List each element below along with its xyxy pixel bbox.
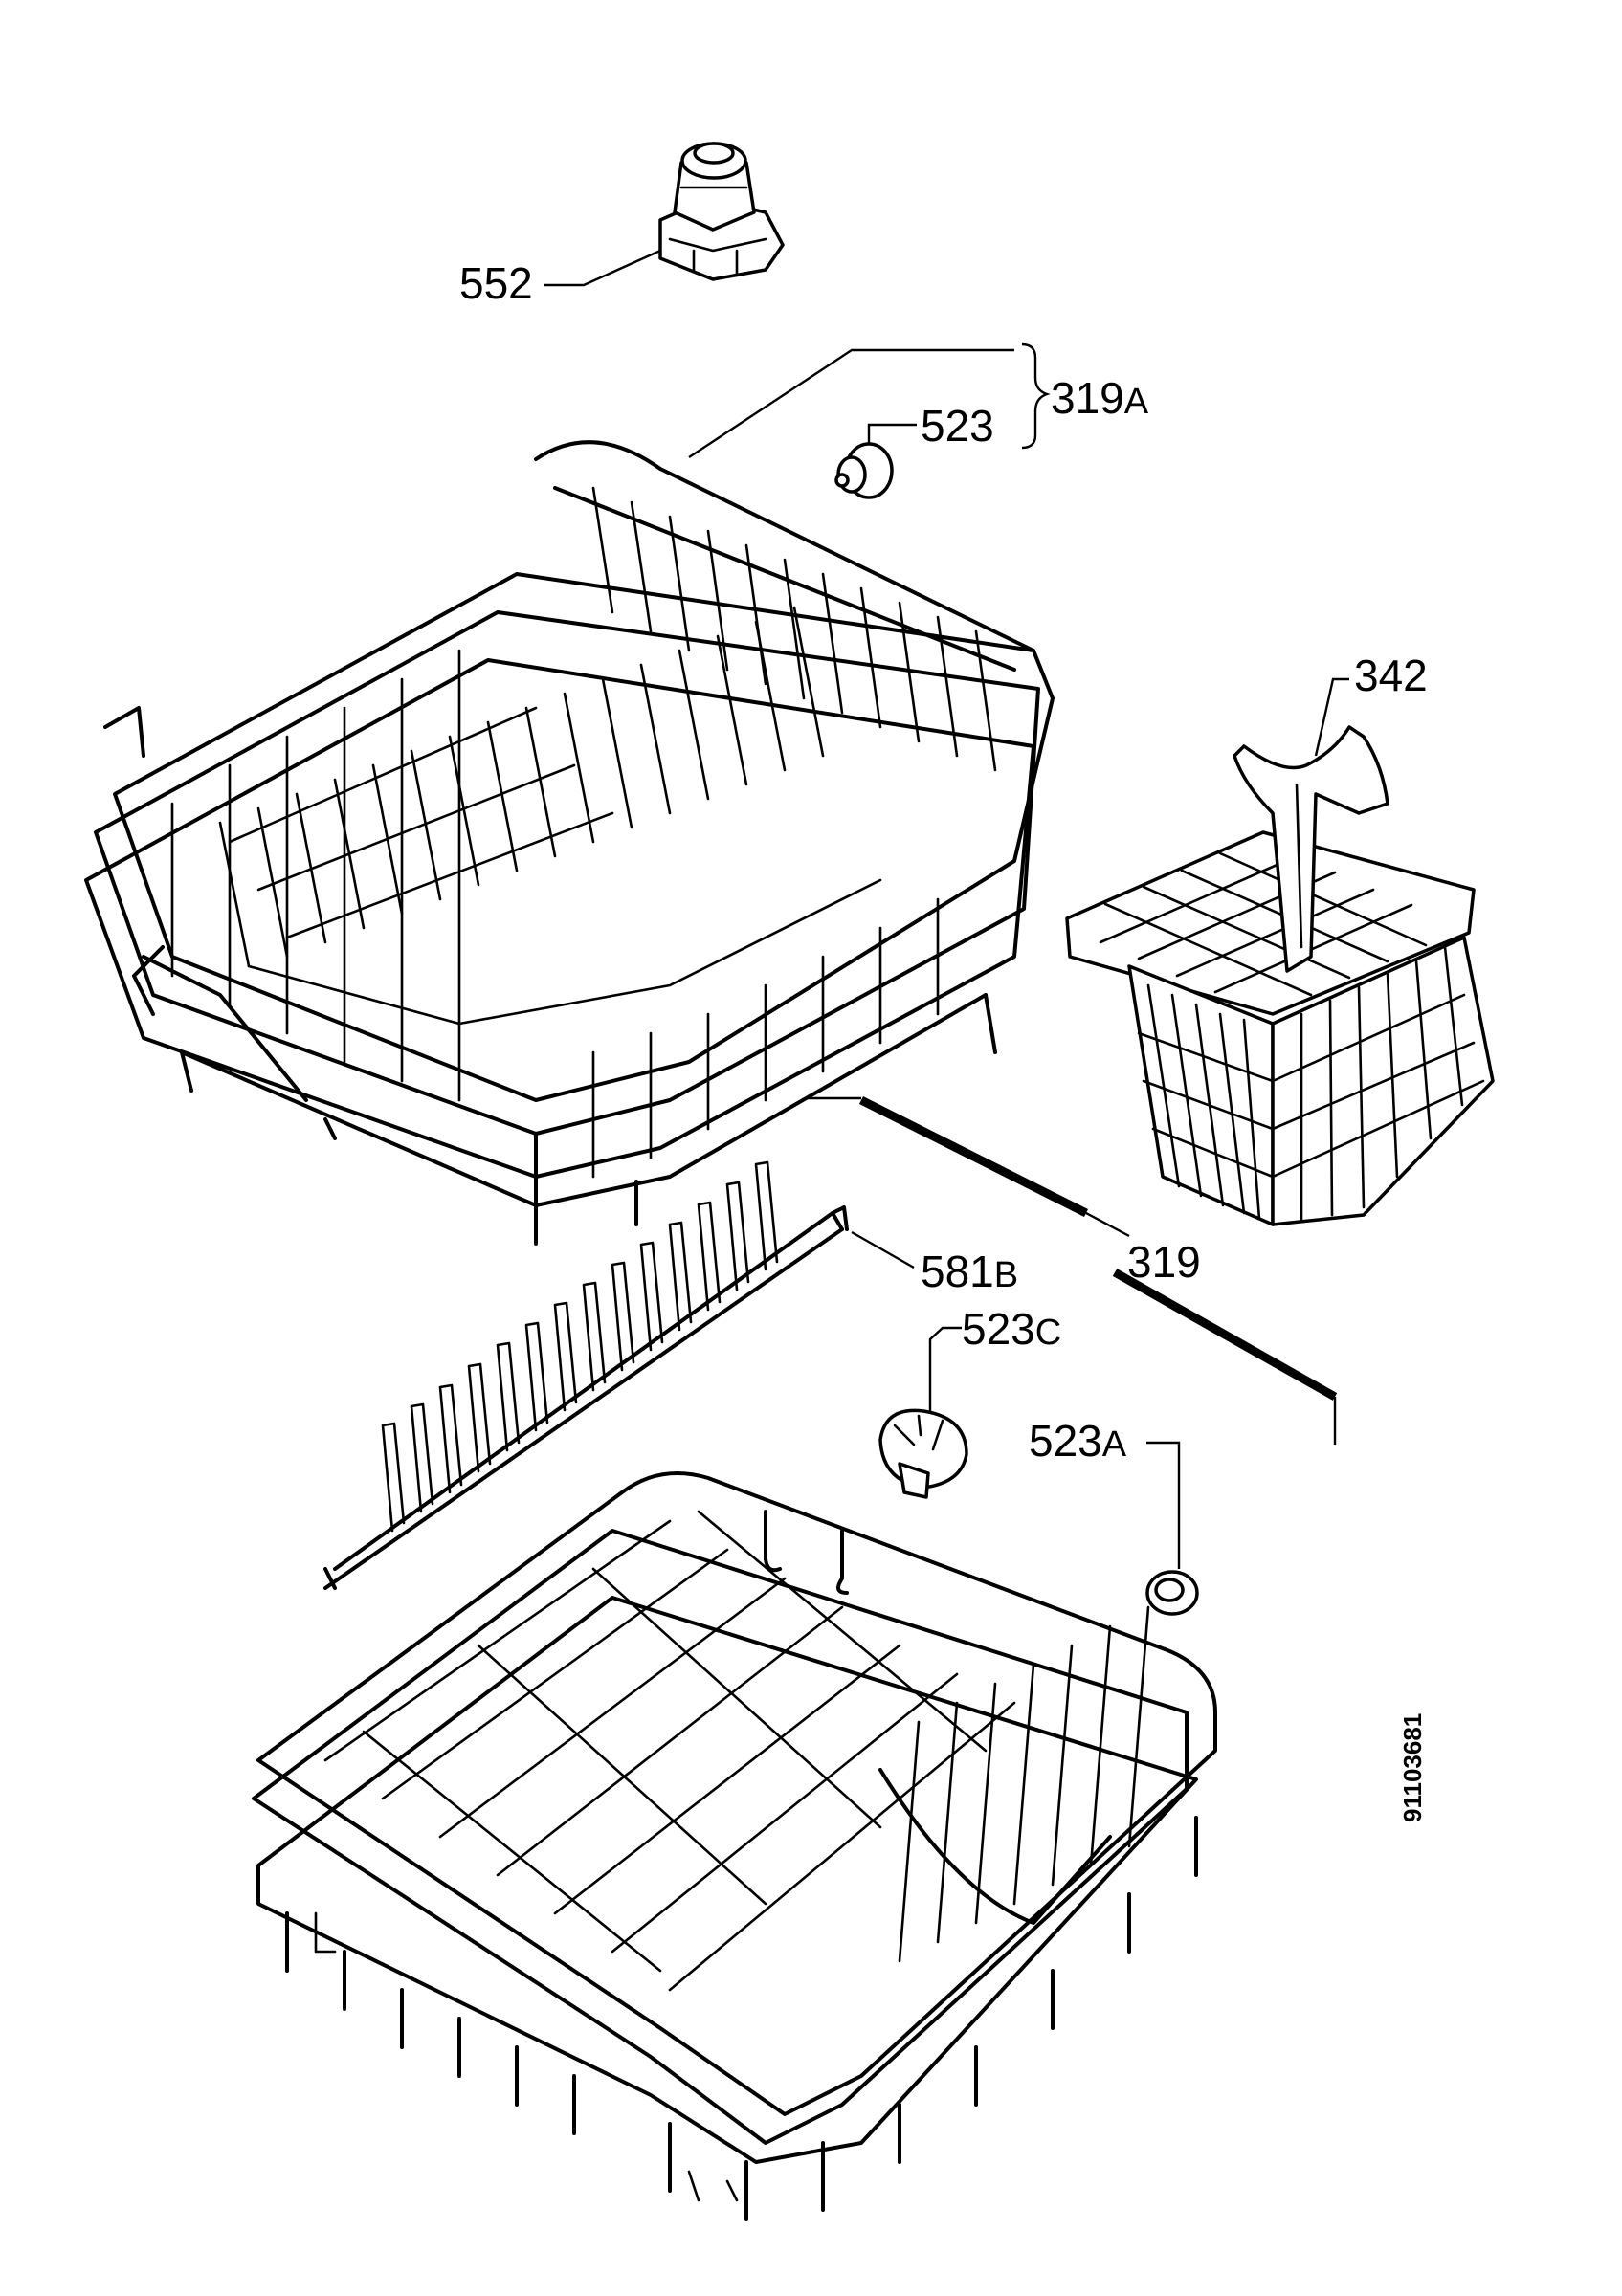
document-number: 91103681 — [1398, 1713, 1427, 1822]
part-581b-tine-rack — [323, 1160, 915, 1590]
brace-319a — [1021, 342, 1051, 450]
part-552-roller — [658, 142, 785, 281]
label-319: 319 — [1127, 1237, 1201, 1287]
part-523a-wheel — [1145, 1441, 1199, 1616]
part-342-cutlery-basket — [1065, 677, 1495, 1226]
part-523-wheel — [834, 423, 917, 499]
part-319a-upper-basket — [84, 348, 1055, 1246]
label-523a: 523A — [1029, 1416, 1127, 1466]
label-581b: 581B — [921, 1247, 1018, 1296]
label-523c: 523C — [962, 1304, 1061, 1354]
lower-basket — [252, 1471, 1217, 2221]
label-552: 552 — [459, 258, 533, 308]
lead-552 — [544, 249, 661, 287]
label-523: 523 — [921, 401, 994, 451]
leader-319 — [806, 1095, 1338, 1445]
label-319a: 319A — [1051, 373, 1149, 423]
label-342: 342 — [1354, 651, 1428, 700]
part-523c-wheel — [878, 1326, 968, 1499]
